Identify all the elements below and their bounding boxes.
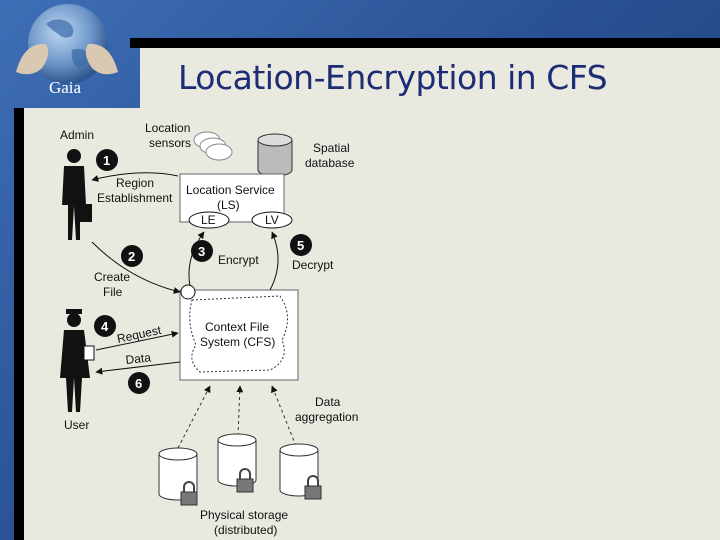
location-service-label-1: Location Service (186, 183, 275, 197)
svg-text:6: 6 (135, 376, 142, 391)
location-service-label-2: (LS) (217, 198, 240, 212)
step-4-badge: 4 (94, 315, 116, 337)
data-label: Data (125, 350, 152, 367)
globe-hands-logo-icon (6, 2, 124, 102)
cfs-box (179, 289, 299, 381)
decor-bar-left (14, 108, 24, 540)
slide-title: Location-Encryption in CFS (178, 58, 608, 97)
arrow-encrypt (188, 231, 205, 287)
logo-text: Gaia (48, 78, 82, 97)
location-sensors-label-1: Location (145, 121, 190, 135)
decrypt-label: Decrypt (292, 258, 334, 272)
data-aggregation-label-1: Data (315, 395, 341, 409)
svg-text:1: 1 (103, 153, 110, 168)
admin-figure-icon (62, 149, 92, 240)
storage-cylinder-2-icon (217, 433, 257, 487)
step-2-badge: 2 (121, 245, 143, 267)
physical-storage-label-1: Physical storage (200, 508, 288, 522)
request-label: Request (116, 323, 163, 346)
svg-text:4: 4 (101, 319, 109, 334)
cfs-dotted-region (189, 295, 288, 373)
cfs-file-node (180, 284, 196, 300)
region-establishment-label-2: Establishment (97, 191, 173, 205)
physical-storage-label-2: (distributed) (214, 523, 277, 537)
step-6-badge: 6 (128, 372, 150, 394)
svg-text:3: 3 (198, 244, 205, 259)
svg-text:2: 2 (128, 249, 135, 264)
lock-2-icon (236, 468, 254, 493)
le-node (188, 211, 230, 229)
le-label: LE (201, 213, 216, 227)
create-file-label-2: File (103, 285, 123, 299)
spatial-database-icon (257, 133, 293, 177)
create-file-label-1: Create (94, 270, 130, 284)
spatial-database-label-2: database (305, 156, 355, 170)
user-figure-icon (60, 309, 95, 412)
aggregation-arrow-3 (271, 385, 297, 447)
svg-text:5: 5 (297, 238, 304, 253)
region-establishment-label-1: Region (116, 176, 154, 190)
step-3-badge: 3 (191, 240, 213, 262)
arrow-request (95, 330, 179, 351)
location-sensors-label-2: sensors (149, 136, 191, 150)
arrow-decrypt (269, 231, 279, 291)
arrow-region-establishment (91, 172, 179, 182)
lock-3-icon (304, 475, 322, 500)
lv-label: LV (265, 213, 279, 227)
data-aggregation-label-2: aggregation (295, 410, 358, 424)
step-1-badge: 1 (96, 149, 118, 171)
arrow-data (95, 361, 181, 375)
cfs-label-2: System (CFS) (200, 335, 275, 349)
lv-node (251, 211, 293, 229)
lock-1-icon (180, 481, 198, 506)
aggregation-arrow-1 (177, 385, 211, 449)
admin-label: Admin (60, 128, 94, 142)
decor-bar-top (130, 38, 720, 48)
arrow-create-file (91, 241, 181, 294)
cfs-label-1: Context File (205, 320, 269, 334)
aggregation-arrow-2 (236, 385, 244, 437)
encrypt-label: Encrypt (218, 253, 259, 267)
spatial-database-label-1: Spatial (313, 141, 350, 155)
user-label: User (64, 418, 89, 432)
location-sensors-icon (193, 131, 233, 161)
step-5-badge: 5 (290, 234, 312, 256)
